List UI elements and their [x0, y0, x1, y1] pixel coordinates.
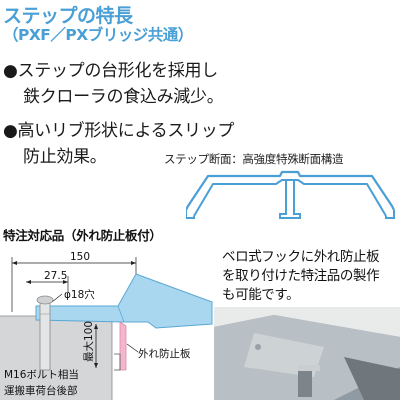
step-profile-outline	[186, 170, 395, 211]
page-subtitle: （PXF／PXブリッジ共通）	[3, 26, 193, 44]
bullet-text: 高いリブ形状によるスリップ	[17, 121, 235, 141]
stopper-plate-label: 外れ防止板	[138, 347, 191, 360]
cross-section-caption: ステップ断面：高強度特殊断面構造	[164, 152, 344, 166]
step-plate	[35, 273, 213, 329]
feature-bullet-2: ●高いリブ形状によるスリップ 防止効果。	[3, 118, 234, 170]
description-line: も可能です。	[222, 287, 300, 303]
bolt-label: M16ボルト相当	[4, 368, 79, 381]
right-rib	[385, 210, 395, 219]
page-title: ステップの特長	[3, 5, 133, 27]
special-order-title: 特注対応品（外れ防止板付）	[3, 228, 162, 243]
dim-label-max-height: 最大100	[82, 321, 95, 362]
bullet-line: 防止効果。	[23, 147, 107, 167]
step-cross-section-diagram	[186, 170, 395, 219]
left-rib	[186, 210, 195, 219]
dim-label-150: 150	[70, 251, 90, 263]
truck-bed-label: 運搬車荷台後部	[4, 384, 78, 397]
product-photo	[214, 307, 400, 400]
bullet-text: ステップの台形化を採用し	[17, 61, 219, 81]
hole-label: φ18穴	[64, 288, 95, 301]
stopper-plate	[119, 321, 127, 371]
dim-label-27-5: 27.5	[44, 270, 67, 282]
bolt	[39, 299, 51, 371]
description-line: を取り付けた特注品の製作	[222, 268, 380, 284]
feature-bullet-1: ●ステップの台形化を採用し 鉄クローラの食込み減少。	[3, 58, 224, 110]
step-profile-inner	[193, 179, 387, 217]
bullet-line: ●ステップの台形化を採用し	[3, 58, 223, 84]
bullet-marker: ●	[3, 61, 18, 81]
bolt-head	[36, 295, 54, 305]
special-order-drawing: 150 27.5 φ18穴 最大100 外れ防止板 M16ボルト相当 運搬車荷台…	[0, 251, 213, 400]
bullet-line: ●高いリブ形状によるスリップ	[3, 118, 234, 144]
center-rib	[279, 180, 301, 219]
truck-bed	[0, 316, 112, 400]
bullet-line: 鉄クローラの食込み減少。	[23, 87, 224, 107]
bullet-marker: ●	[3, 121, 18, 141]
description-line: ベロ式フックに外れ防止板	[222, 249, 380, 265]
special-order-description: ベロ式フックに外れ防止板 を取り付けた特注品の製作 も可能です。	[222, 248, 380, 305]
